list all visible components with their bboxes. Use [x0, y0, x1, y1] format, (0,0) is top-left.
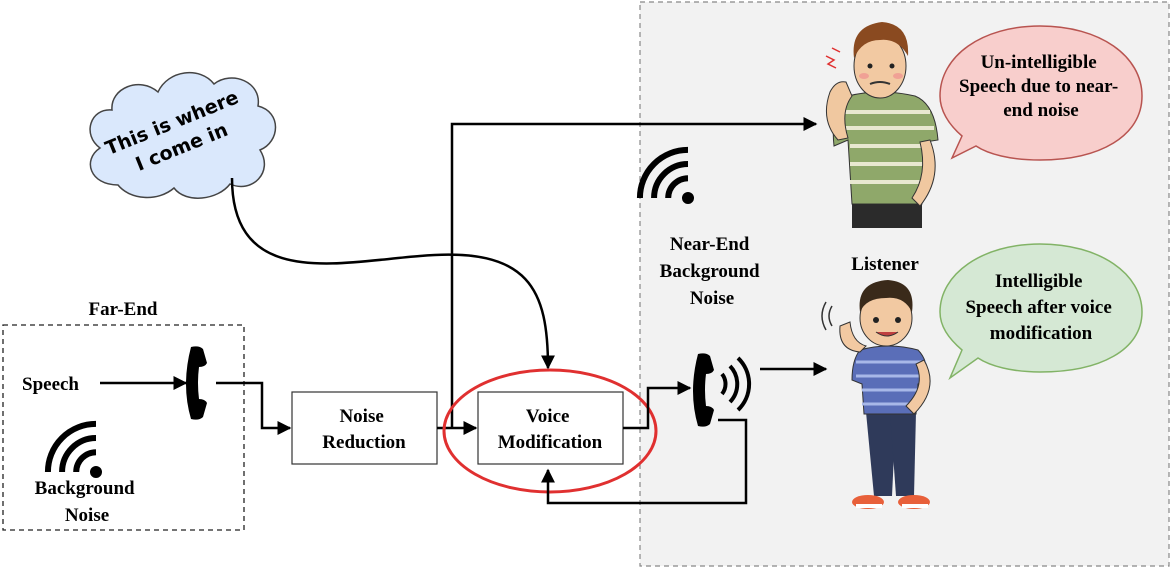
wifi-icon — [44, 420, 102, 478]
highlight-ellipse — [442, 368, 658, 494]
voice-modification-label: Voice Modification — [498, 406, 603, 453]
bypass-arrow — [450, 117, 818, 428]
noise-reduction-label: Noise Reduction — [322, 406, 406, 453]
speaker-phone-icon — [693, 353, 752, 427]
noise-reduction-block — [291, 391, 438, 465]
unintelligible-speech-bubble — [939, 25, 1143, 161]
far-end-region — [2, 324, 245, 531]
unintelligible-bubble-text: Un-intelligible Speech due to near- end … — [959, 52, 1123, 121]
voice-to-phone-arrow — [623, 381, 692, 430]
feedback-arrow — [541, 418, 748, 505]
frustrated-man-illustration — [825, 22, 939, 228]
intelligible-bubble-text: Intelligible Speech after voice modifica… — [965, 271, 1116, 344]
near-end-noise-label: Near-End Background Noise — [660, 234, 765, 309]
cloud-shape — [89, 71, 277, 199]
far-end-label: Far-End — [89, 299, 158, 320]
voice-modification-block — [477, 391, 624, 465]
phone-to-noise-reduction-arrow — [216, 381, 292, 435]
listener-label: Listener — [851, 254, 919, 275]
near-end-wifi-icon — [636, 146, 694, 204]
cloud-to-voice-arrow — [230, 177, 555, 370]
background-noise-label: Background Noise — [35, 478, 140, 526]
speech-label: Speech — [22, 374, 79, 395]
phone-icon — [186, 346, 207, 420]
listener-boy-illustration — [821, 280, 931, 509]
intelligible-speech-bubble — [939, 243, 1143, 381]
